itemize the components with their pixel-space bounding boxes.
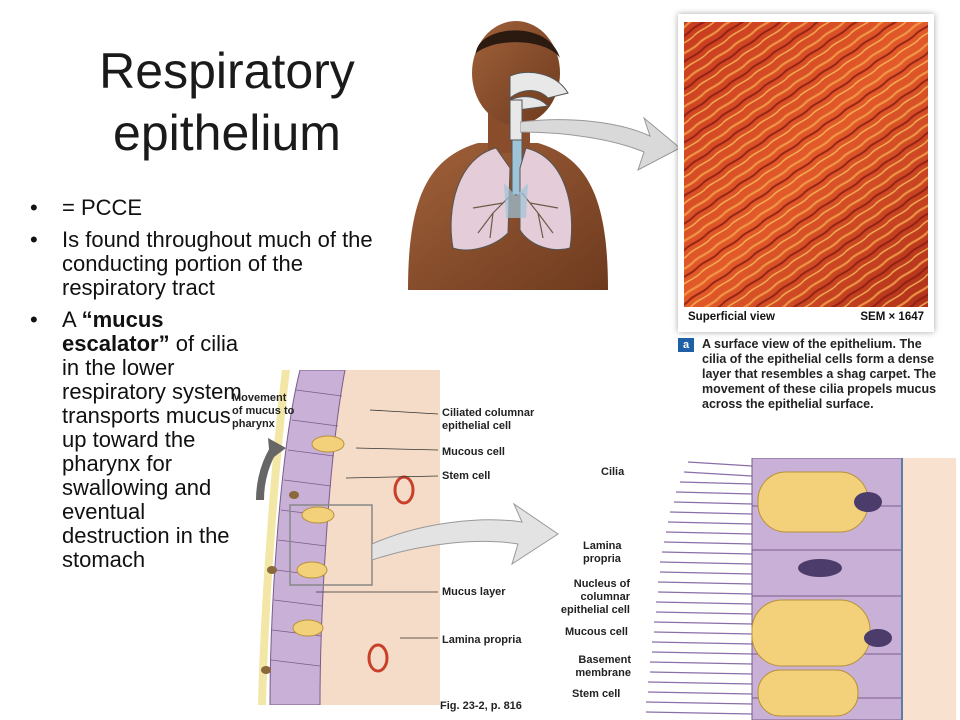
bullet-item: Is found throughout much of the conducti… (28, 228, 398, 300)
torso-illustration (408, 21, 608, 290)
bullet-bold: “mucus escalator” (62, 307, 170, 356)
arrow-to-magnified (372, 502, 559, 566)
label-lamina-propria-left: Lamina propria (442, 634, 522, 646)
label-mucous-cell-right: Mucous cell (565, 626, 628, 638)
sem-label-bar: Superficial view SEM × 1647 (688, 311, 928, 327)
label-mucous-cell-left: Mucous cell (442, 446, 505, 458)
label-stem-cell-left: Stem cell (442, 470, 491, 482)
label-lamina-propria-right: Lamina propria (583, 540, 622, 565)
bullet-prefix: A (62, 307, 82, 332)
label-ciliated-columnar: Ciliated columnar epithelial cell (442, 407, 535, 432)
sem-magnification: SEM × 1647 (860, 311, 924, 323)
label-stem-cell-right: Stem cell (572, 688, 621, 700)
bullet-list: = PCCE Is found throughout much of the c… (28, 196, 398, 580)
bullet-item: A “mucus escalator” of cilia in the lowe… (28, 308, 252, 572)
caption-text: A surface view of the epithelium. The ci… (702, 337, 937, 411)
slide-title: Respiratory epithelium (99, 43, 355, 161)
sem-caption: a A surface view of the epithelium. The … (678, 337, 942, 412)
figure-reference: Fig. 23-2, p. 816 (440, 700, 522, 712)
bullet-rest: of cilia in the lower respiratory system… (62, 331, 242, 572)
bullet-item: = PCCE (28, 196, 398, 221)
label-mucus-layer: Mucus layer (442, 586, 506, 598)
caption-tag: a (678, 338, 694, 352)
epithelium-section-diagram (256, 370, 440, 705)
label-nucleus: Nucleus of columnar epithelial cell (560, 578, 630, 616)
label-movement-of-mucus: Movement of mucus to pharynx (232, 392, 295, 430)
arrow-to-sem (520, 116, 681, 172)
sem-view-label: Superficial view (688, 311, 775, 323)
label-basement-membrane: Basement membrane (575, 654, 631, 679)
magnified-epithelium (640, 458, 956, 720)
label-cilia: Cilia (601, 466, 625, 478)
sem-image (684, 22, 928, 307)
